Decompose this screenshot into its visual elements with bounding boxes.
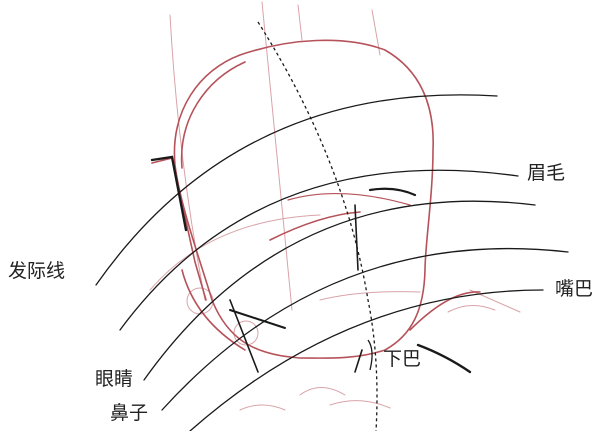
mouth-guide-arc (190, 290, 543, 431)
nose-label: 鼻子 (110, 404, 148, 423)
eyes-label: 眼睛 (95, 370, 133, 389)
proportion-guide-arcs (96, 95, 568, 431)
mouth-label: 嘴巴 (555, 280, 593, 299)
center-dashed-guide (258, 22, 377, 431)
chin-label: 下巴 (383, 350, 421, 369)
nose-guide-arc (162, 249, 568, 410)
hairline-guide-arc (96, 95, 497, 285)
eyebrow-label: 眉毛 (527, 164, 565, 183)
hairline-label: 发际线 (8, 262, 65, 281)
head-outline (152, 40, 480, 358)
construction-lines (150, 2, 520, 410)
